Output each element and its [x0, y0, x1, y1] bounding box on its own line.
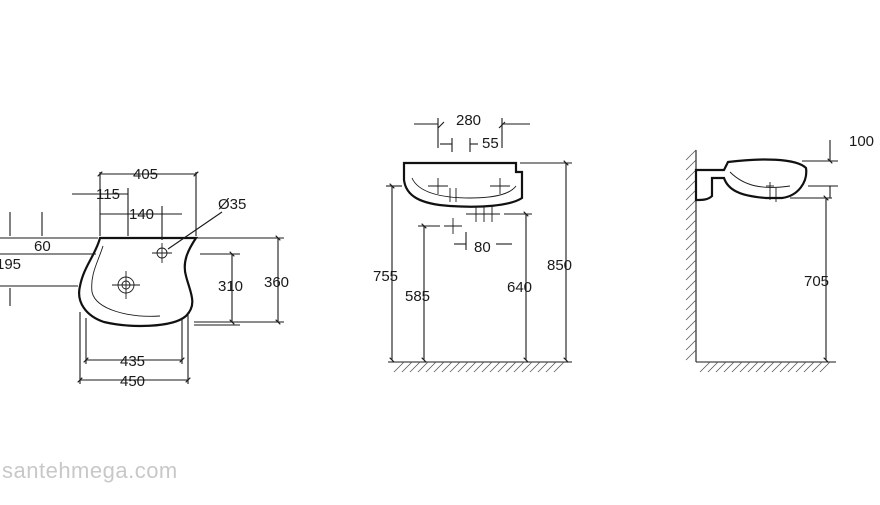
watermark: santehmega.com — [2, 458, 178, 483]
floor-hatch-side — [699, 361, 831, 373]
basin-front-outline — [402, 161, 524, 208]
dim-310: 310 — [218, 278, 243, 295]
dim-705: 705 — [804, 273, 829, 290]
dim-140: 140 — [129, 206, 154, 223]
dim-60: 60 — [34, 238, 51, 255]
dim-435: 435 — [120, 353, 145, 370]
wall-hatch — [685, 149, 697, 361]
basin-top-outline — [78, 236, 199, 328]
dim-80: 80 — [474, 239, 491, 256]
dim-115: 115 — [96, 186, 120, 203]
dim-360: 360 — [264, 274, 289, 291]
dim-d35: Ø35 — [218, 196, 246, 213]
dim-405: 405 — [133, 166, 158, 183]
front-view: 280 55 80 755 585 640 850 — [373, 112, 572, 373]
top-view: 405 115 140 Ø35 60 195 310 360 435 450 — [0, 166, 289, 390]
dim-195: 195 — [0, 256, 21, 273]
basin-side-outline — [694, 158, 808, 202]
dim-850: 850 — [547, 257, 572, 274]
dim-55: 55 — [482, 135, 499, 152]
dim-280: 280 — [456, 112, 481, 129]
dim-755: 755 — [373, 268, 398, 285]
dim-100: 100 — [849, 133, 874, 150]
floor-hatch-front — [393, 361, 565, 373]
dim-450: 450 — [120, 373, 145, 390]
side-view: 100 705 — [685, 133, 874, 373]
dim-640: 640 — [507, 279, 532, 296]
dim-585: 585 — [405, 288, 430, 305]
